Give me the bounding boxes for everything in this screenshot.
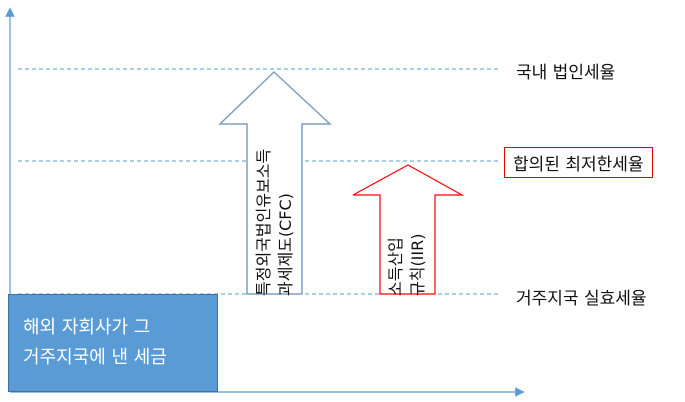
iir-line1: 소득산입 [386,237,405,296]
cfc-line2: 과세제도(CFC) [276,193,295,296]
base-tax-box: 해외 자회사가 그 거주지국에 낸 세금 [8,294,218,392]
base-box-line2: 거주지국에 낸 세금 [23,347,167,368]
iir-label: 소득산입 규칙(IIR) [385,200,429,296]
min-rate-label: 합의된 최저한세율 [504,147,653,178]
base-box-line1: 해외 자회사가 그 [23,317,151,338]
domestic-rate-label: 국내 법인세율 [516,63,616,83]
iir-line2: 규칙(IIR) [408,233,427,296]
cfc-line1: 특정외국법인유보소득 [254,148,273,296]
cfc-arrow [218,70,332,295]
residence-rate-label: 거주지국 실효세율 [516,289,647,309]
cfc-label: 특정외국법인유보소득 과세제도(CFC) [253,116,297,296]
iir-arrow [352,164,465,295]
